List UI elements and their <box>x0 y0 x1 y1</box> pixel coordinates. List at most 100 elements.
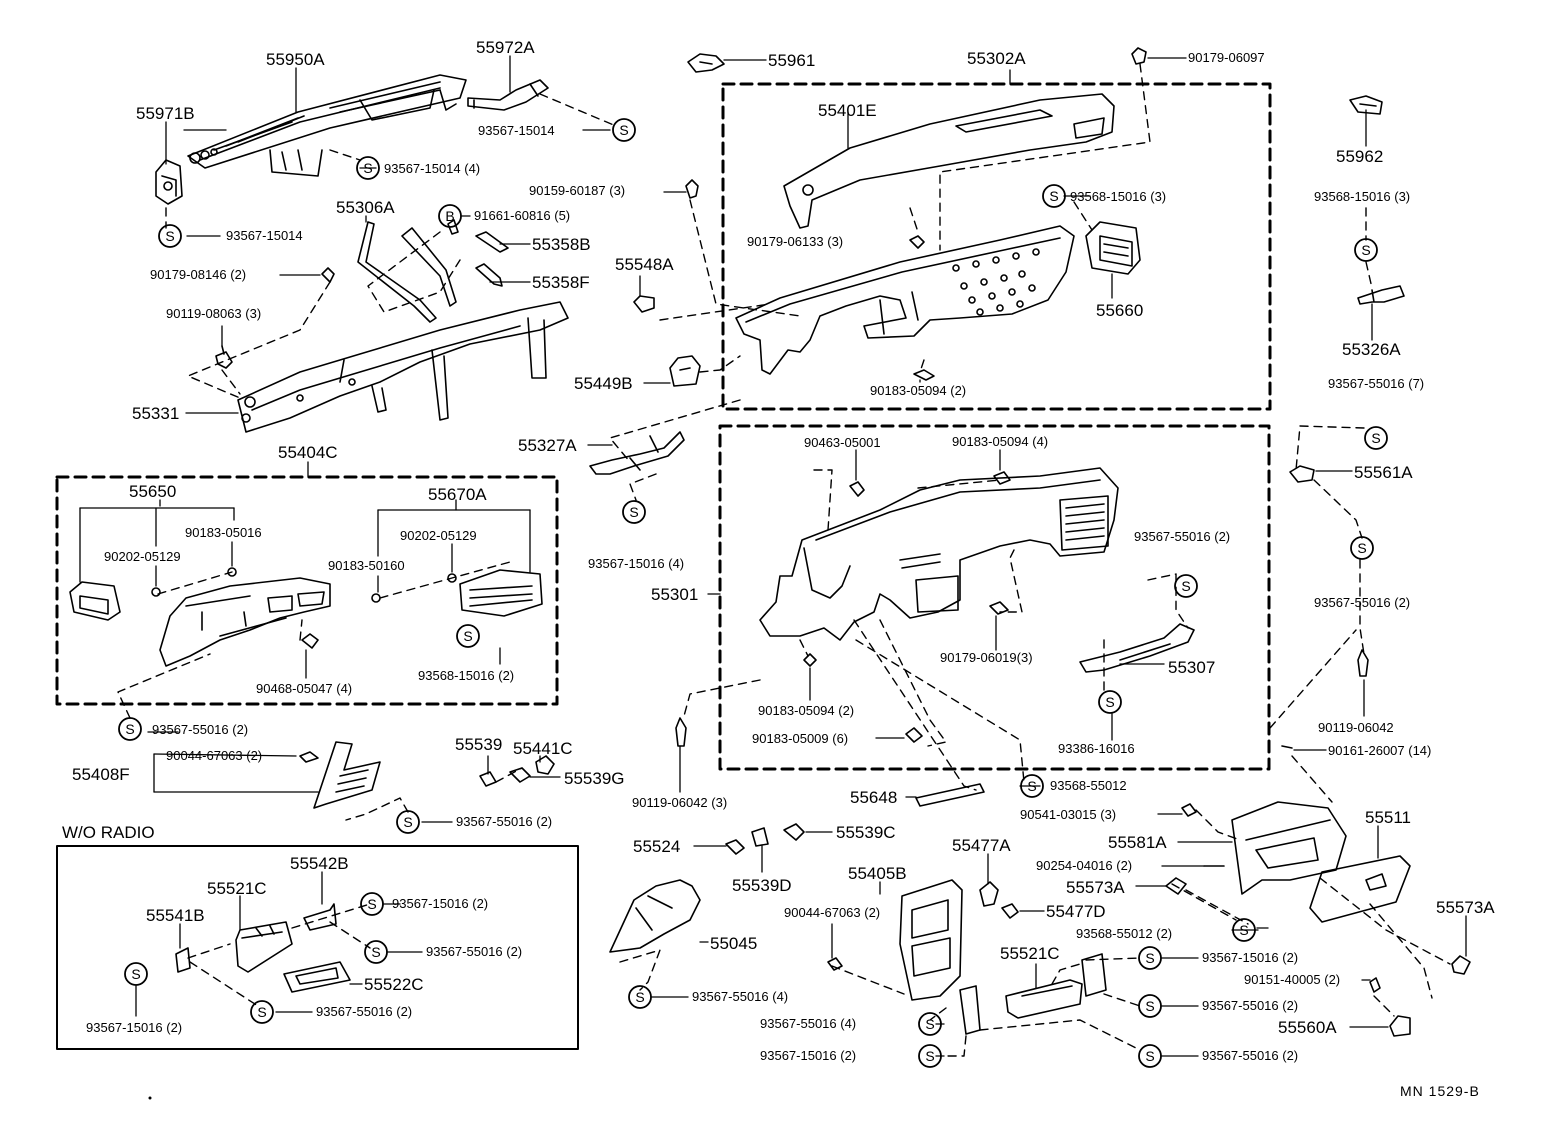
part-55648 <box>915 783 985 807</box>
part-label: 90183-05094 (4) <box>952 434 1049 449</box>
part-label: 55326A <box>1342 340 1401 359</box>
part-55511-glovebox <box>1231 801 1411 923</box>
part-label: 93567-55016 (7) <box>1328 376 1425 391</box>
part-90044-67063-b <box>827 957 843 971</box>
part-55302A-panel <box>735 225 1075 375</box>
part-label: 55441C <box>513 739 573 758</box>
part-label: 90179-06019(3) <box>940 650 1033 665</box>
part-label: 55670A <box>428 485 487 504</box>
stray-dot <box>148 1096 152 1100</box>
part-91661-60816-bolt <box>447 219 459 235</box>
part-label: 55561A <box>1354 463 1413 482</box>
part-label: 55650 <box>129 482 177 501</box>
part-55539G <box>509 767 531 783</box>
marker-s: S <box>125 721 134 737</box>
part-55408F <box>313 741 381 809</box>
part-55573A-right <box>1451 955 1471 975</box>
part-label: 90151-40005 (2) <box>1244 972 1341 987</box>
marker-s: S <box>1027 778 1036 794</box>
part-label: 93568-55012 <box>1050 778 1127 793</box>
part-label: 55331 <box>132 404 180 423</box>
part-label: 55404C <box>278 443 338 462</box>
group-box-55301 <box>718 424 1271 771</box>
part-label: 93567-55016 (2) <box>456 814 553 829</box>
bolt-marker-letters: S S S S S S S S S S S S S S S S S S S S <box>125 122 1380 1064</box>
part-90044-67063-a <box>299 751 319 763</box>
part-90202-05129-b <box>447 573 457 583</box>
part-label: 55560A <box>1278 1018 1337 1037</box>
part-90119-06042-right <box>1357 649 1369 677</box>
part-55326A <box>1357 285 1405 305</box>
part-label: 93567-15016 (2) <box>392 896 489 911</box>
part-90541-03015 <box>1181 803 1197 817</box>
bolt-marker-circles <box>118 118 1388 1068</box>
part-90161-26007 <box>1281 745 1293 749</box>
part-label: 55405B <box>848 864 907 883</box>
part-55971B <box>155 159 183 205</box>
part-55522C <box>283 961 351 993</box>
part-label: 93567-55016 (2) <box>1202 1048 1299 1063</box>
part-55541B <box>175 947 191 973</box>
part-90183-05094-c <box>803 653 817 667</box>
part-label: 55539C <box>836 823 896 842</box>
part-90183-05016 <box>227 567 237 577</box>
part-label: 55573A <box>1436 898 1495 917</box>
marker-s: S <box>925 1048 934 1064</box>
part-90179-06097 <box>1131 47 1147 65</box>
part-label: 55972A <box>476 38 535 57</box>
part-55573A-left <box>1165 877 1187 895</box>
part-55524 <box>725 839 745 855</box>
part-90468-05047 <box>301 633 319 649</box>
part-55950A-duct <box>187 74 467 177</box>
marker-s: S <box>629 504 638 520</box>
part-55449B <box>669 355 701 387</box>
part-label: 90202-05129 <box>104 549 181 564</box>
part-label: 90119-08063 (3) <box>166 306 262 321</box>
part-55539C <box>783 823 805 841</box>
part-label: 90541-03015 (3) <box>1020 807 1117 822</box>
part-55561A <box>1289 465 1315 483</box>
part-label: 93567-15016 (4) <box>588 556 685 571</box>
part-label: 55539D <box>732 876 792 895</box>
part-label: 55548A <box>615 255 674 274</box>
part-label: 55581A <box>1108 833 1167 852</box>
part-label: 90183-05094 (2) <box>758 703 855 718</box>
part-55477A <box>979 881 999 907</box>
part-label: 55307 <box>1168 658 1216 677</box>
part-label: 55950A <box>266 50 325 69</box>
marker-s: S <box>367 896 376 912</box>
part-label: 55521C <box>207 879 267 898</box>
part-label: 55302A <box>967 49 1026 68</box>
part-90183-05094-b <box>993 471 1011 485</box>
part-label: 93567-15014 (4) <box>384 161 481 176</box>
part-55358B <box>475 231 509 253</box>
group-box-wo-radio <box>56 845 579 1050</box>
part-55306A-brace <box>357 221 457 323</box>
part-label: 55401E <box>818 101 877 120</box>
marker-s: S <box>1145 1048 1154 1064</box>
sheet-code: MN 1529-B <box>1400 1083 1480 1099</box>
part-55660-vent <box>1085 221 1141 275</box>
part-90159-60187 <box>685 179 699 199</box>
part-90183-05009 <box>905 727 923 743</box>
marker-s: S <box>1181 578 1190 594</box>
part-label: 90161-26007 (14) <box>1328 743 1432 758</box>
section-title-wo-radio: W/O RADIO <box>62 823 155 842</box>
part-label: 90159-60187 (3) <box>529 183 626 198</box>
marker-s: S <box>257 1004 266 1020</box>
part-label: 55542B <box>290 854 349 873</box>
part-55327A <box>589 431 685 475</box>
part-label: 93567-55016 (2) <box>1314 595 1411 610</box>
part-label: 90463-05001 <box>804 435 881 450</box>
marker-s: S <box>1145 998 1154 1014</box>
part-label: 55358B <box>532 235 591 254</box>
marker-s: S <box>165 228 174 244</box>
part-55670A-vent <box>459 569 543 617</box>
marker-s: S <box>925 1016 934 1032</box>
part-55401E-pad <box>783 93 1115 229</box>
part-90179-06019 <box>989 601 1009 615</box>
marker-s: S <box>1145 950 1154 966</box>
part-label: 90119-06042 <box>1318 720 1394 735</box>
group-box-55302A <box>721 82 1272 411</box>
part-55404C-panel <box>159 577 331 667</box>
